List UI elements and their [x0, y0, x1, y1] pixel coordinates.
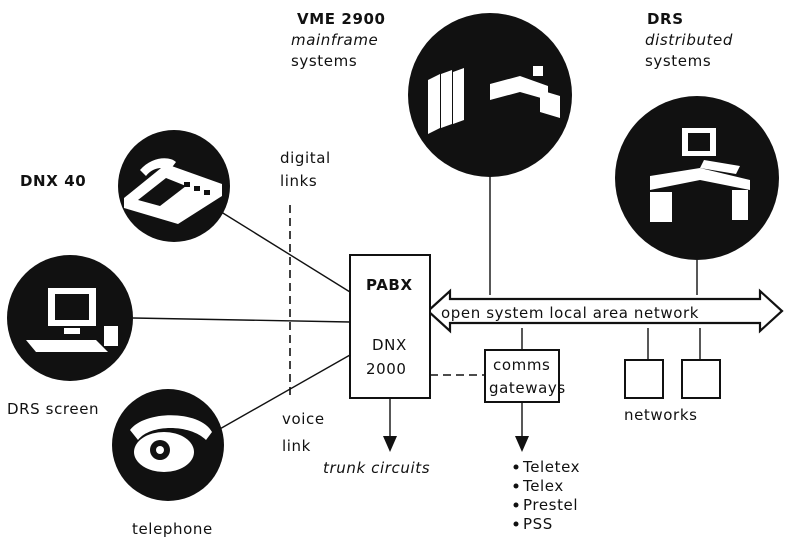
comms-label-1: comms	[493, 356, 550, 374]
drs-screen-link-line	[132, 317, 351, 323]
dnx40-label: DNX 40	[20, 172, 86, 190]
gateway-services-list: Teletex Telex Prestel PSS	[513, 458, 580, 533]
lan-arrow: open system local area network	[426, 288, 784, 334]
vme-label-1: VME 2900	[297, 10, 386, 28]
drs-label-3: systems	[645, 52, 711, 70]
digital-label-1: digital	[280, 149, 331, 167]
networks-label: networks	[624, 406, 698, 424]
trunk-label: trunk circuits	[323, 459, 430, 477]
service-bullet	[513, 502, 519, 508]
mainframe-cabinets-icon	[408, 13, 572, 177]
service-bullet	[513, 464, 519, 470]
service-bullet	[513, 521, 519, 527]
drs-label-1: DRS	[647, 10, 684, 28]
network-box-2	[681, 359, 721, 399]
lan-arrow-shape	[426, 288, 784, 334]
comms-rect	[484, 349, 560, 403]
voice-label-2: link	[282, 437, 311, 455]
digital-label-2: links	[280, 172, 317, 190]
service-item: Prestel	[523, 496, 578, 514]
comms-gateways-box: comms gateways	[484, 349, 566, 403]
drs-label-2: distributed	[645, 31, 733, 49]
terminal-screen-icon	[7, 255, 133, 381]
service-item: Telex	[522, 477, 564, 495]
service-item: Teletex	[522, 458, 580, 476]
gateway-arrow-head	[515, 436, 529, 452]
desk-telephone-icon	[118, 130, 230, 242]
dnx40-link-line	[217, 209, 351, 293]
pabx-box: PABX DNX 2000	[349, 254, 431, 399]
vme-label-2: mainframe	[291, 31, 378, 49]
dnx2000-label-1: DNX	[372, 336, 407, 354]
connection-lines	[132, 165, 701, 452]
telephone-link-line	[217, 354, 351, 431]
desktop-workstation-icon	[615, 96, 779, 260]
rotary-telephone-icon	[112, 389, 224, 501]
comms-label-2: gateways	[489, 379, 566, 397]
trunk-arrow-head	[383, 436, 397, 452]
service-item: PSS	[523, 515, 553, 533]
voice-label-1: voice	[282, 410, 325, 428]
service-bullet	[513, 483, 519, 489]
networks-group: networks	[624, 359, 721, 424]
pabx-label: PABX	[366, 276, 413, 294]
network-box-1	[624, 359, 664, 399]
pabx-rect	[349, 254, 431, 399]
vme-label-3: systems	[291, 52, 357, 70]
drs-screen-label: DRS screen	[7, 400, 99, 418]
telephone-label: telephone	[132, 520, 213, 538]
lan-label: open system local area network	[441, 304, 699, 322]
dnx2000-label-2: 2000	[366, 360, 407, 378]
